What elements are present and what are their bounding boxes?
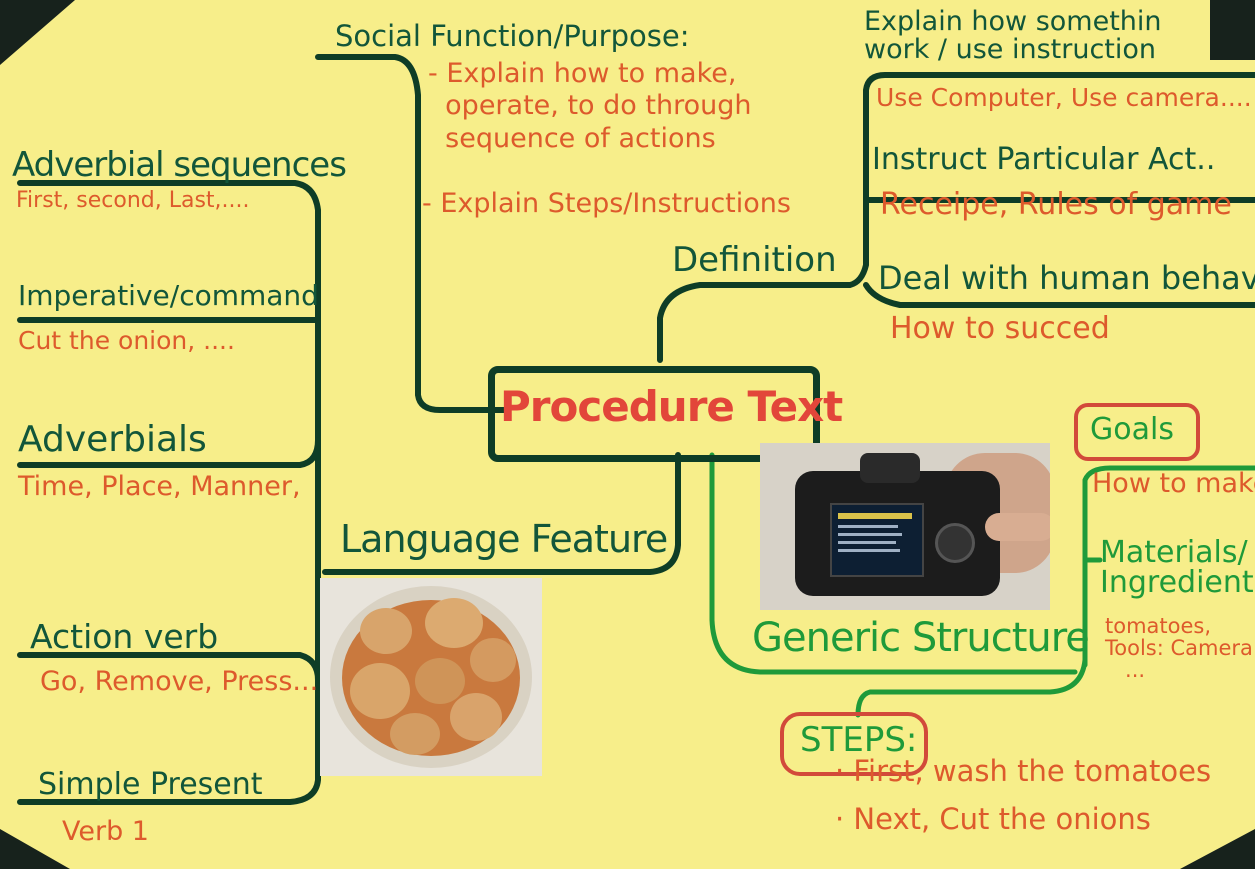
materials-example: tomatoes, Tools: Camera ...: [1105, 614, 1253, 683]
steps-heading: STEPS:: [800, 720, 918, 760]
language-item-1: Adverbial sequences: [12, 145, 347, 185]
language-item-5: Simple Present: [38, 767, 263, 802]
goals-example: How to make: [1092, 468, 1255, 499]
language-example-3: Time, Place, Manner,: [18, 471, 301, 502]
definition-item-3: Deal with human behavio: [878, 259, 1255, 297]
steps-item-2: · Next, Cut the onions: [835, 802, 1151, 836]
definition-heading: Definition: [672, 240, 837, 280]
language-item-2: Imperative/command: [18, 279, 319, 312]
steps-box: [780, 712, 928, 776]
language-item-4: Action verb: [30, 617, 219, 656]
social-function-item-1: - Explain how to make, operate, to do th…: [428, 58, 752, 154]
definition-example-2: Receipe, Rules of game: [880, 187, 1232, 222]
language-item-3: Adverbials: [18, 419, 207, 460]
definition-example-1: Use Computer, Use camera....: [876, 83, 1252, 112]
camera-photo: [760, 443, 1050, 610]
center-box: [488, 366, 820, 462]
definition-example-3: How to succed: [890, 311, 1110, 346]
meatball-soup-photo: [320, 578, 542, 776]
language-feature-heading: Language Feature: [340, 517, 668, 561]
steps-item-1: · First, wash the tomatoes: [835, 754, 1212, 788]
language-example-1: First, second, Last,....: [16, 188, 250, 213]
social-function-item-2: - Explain Steps/Instructions: [422, 188, 791, 219]
materials-heading: Materials/ Ingredients: [1100, 535, 1255, 600]
language-example-2: Cut the onion, ....: [18, 326, 235, 355]
top-right-corner: [1210, 0, 1255, 60]
center-title: Procedure Text: [500, 382, 843, 431]
social-function-heading: Social Function/Purpose:: [335, 19, 690, 53]
generic-structure-heading: Generic Structure: [752, 615, 1090, 661]
goals-heading: Goals: [1090, 412, 1174, 447]
language-example-4: Go, Remove, Press...: [40, 666, 319, 697]
goals-box: [1074, 403, 1200, 461]
definition-item-2: Instruct Particular Act..: [872, 142, 1216, 177]
language-example-5: Verb 1: [62, 816, 149, 847]
definition-item-1: Explain how somethin work / use instruct…: [864, 6, 1162, 66]
